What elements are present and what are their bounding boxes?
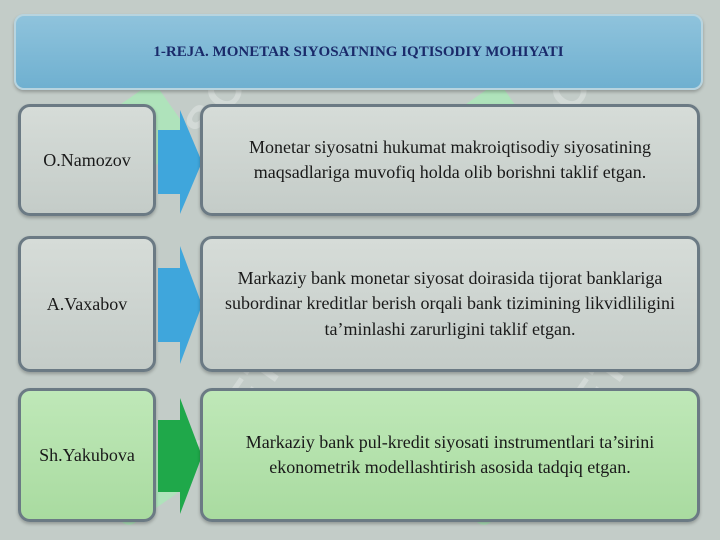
arrow-right-icon [158, 246, 202, 364]
arrow-right-icon [158, 398, 202, 514]
arrow-right-icon [158, 110, 202, 214]
description-text: Markaziy bank monetar siyosat doirasida … [225, 268, 675, 339]
description-text: Monetar siyosatni hukumat makroiqtisodiy… [249, 136, 651, 182]
description-box-1: Monetar siyosatni hukumat makroiqtisodiy… [200, 104, 700, 216]
author-box-2: A.Vaxabov [18, 236, 156, 372]
slide-title: 1-REJA. MONETAR SIYOSATNING IQTISODIY MO… [14, 14, 703, 90]
author-name: A.Vaxabov [46, 293, 128, 314]
description-box-2: Markaziy bank monetar siyosat doirasida … [200, 236, 700, 372]
description-text: Markaziy bank pul-kredit siyosati instru… [245, 431, 655, 477]
author-name: Sh.Yakubova [39, 444, 135, 465]
author-box-1: O.Namozov [18, 104, 156, 216]
description-box-3: Markaziy bank pul-kredit siyosati instru… [200, 388, 700, 522]
author-name: O.Namozov [43, 149, 131, 170]
author-box-3: Sh.Yakubova [18, 388, 156, 522]
slide-title-text: 1-REJA. MONETAR SIYOSATNING IQTISODIY MO… [153, 43, 564, 60]
